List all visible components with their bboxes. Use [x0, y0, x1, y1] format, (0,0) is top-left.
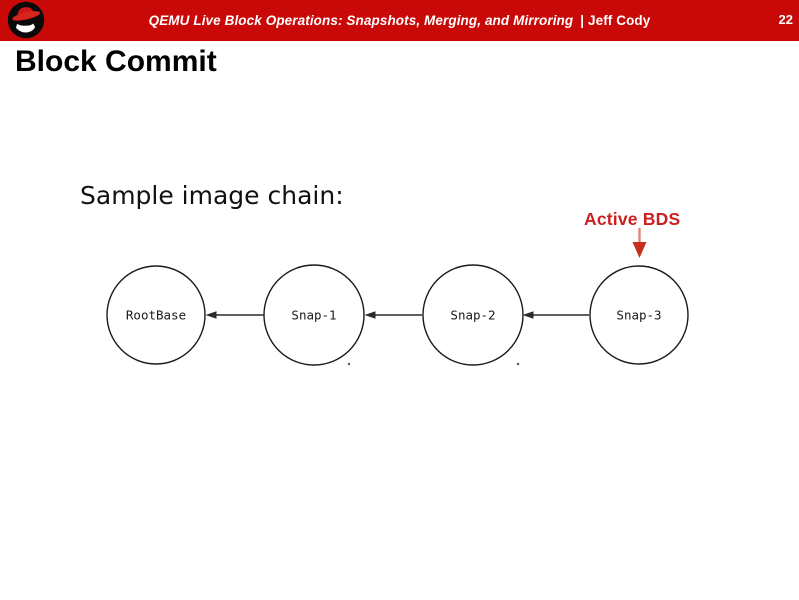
red-down-arrow-icon: [632, 228, 647, 258]
active-bds-label: Active BDS: [584, 209, 681, 229]
tiny-dot: [516, 362, 520, 366]
slide-title: Block Commit: [15, 45, 217, 78]
node-label-snap-3: Snap-3: [616, 308, 661, 323]
node-circle-snap-3: [589, 265, 689, 365]
presentation-title-text: QEMU Live Block Operations: Snapshots, M…: [148, 13, 574, 28]
node-label-snap-2: Snap-2: [450, 308, 495, 323]
slide-number: 22: [778, 12, 793, 27]
tiny-dot: [347, 362, 351, 366]
node-circle-rootbase: [106, 265, 206, 365]
slide-subtitle: Sample image chain:: [80, 181, 344, 210]
redhat-shadowman-logo-icon: [7, 1, 45, 39]
presentation-title: QEMU Live Block Operations: Snapshots, M…: [0, 0, 799, 41]
node-snap-2: Snap-2: [422, 264, 524, 366]
node-snap-1: Snap-1: [263, 264, 365, 366]
node-label-snap-1: Snap-1: [291, 308, 336, 323]
node-label-rootbase: RootBase: [126, 308, 186, 323]
node-rootbase: RootBase: [106, 265, 206, 365]
node-snap-3: Snap-3: [589, 265, 689, 365]
edge-arrow-snap2-to-snap1: [364, 311, 422, 319]
edge-arrow-snap1-to-rootbase: [205, 311, 264, 319]
edge-arrow-snap3-to-snap2: [522, 311, 589, 319]
presentation-author: | Jeff Cody: [580, 13, 651, 28]
header-bar: QEMU Live Block Operations: Snapshots, M…: [0, 0, 799, 41]
